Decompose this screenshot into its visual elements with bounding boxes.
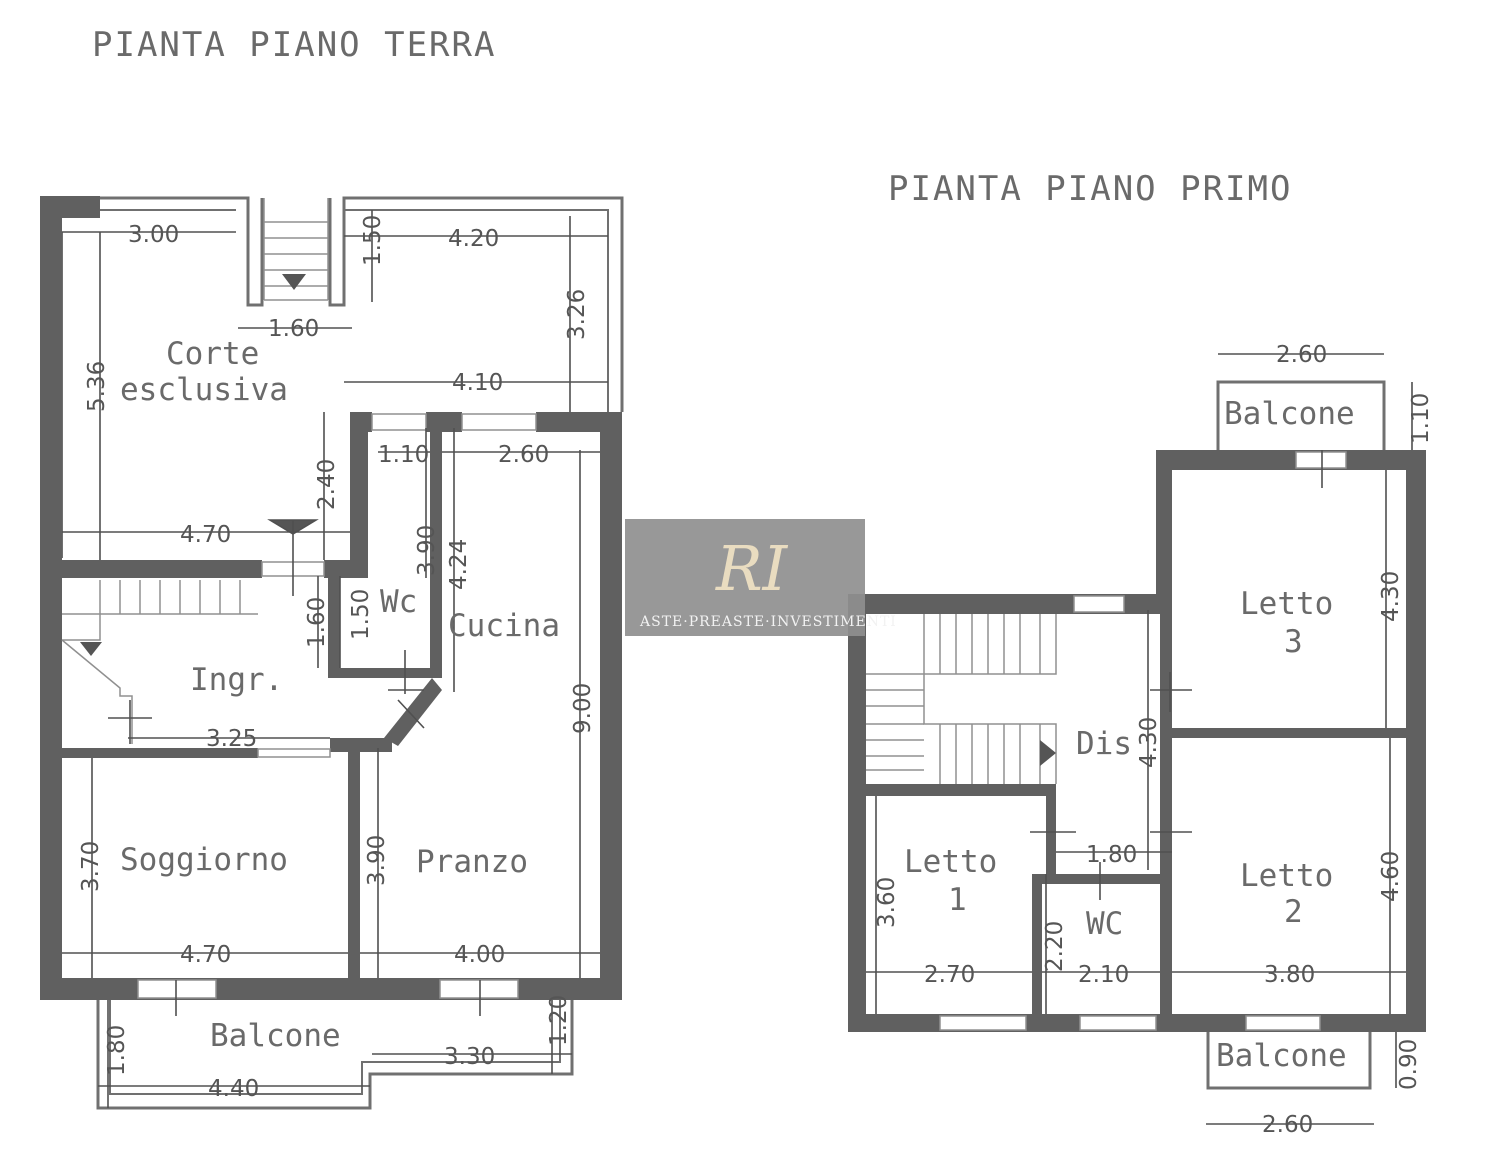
room-label-balcone-ground: Balcone: [210, 1018, 341, 1054]
room-label-letto1: Letto: [904, 844, 997, 880]
room-label-letto1-number: 1: [948, 882, 967, 918]
dim-label: 1.20: [546, 995, 572, 1046]
dim-label: 2.40: [314, 459, 340, 510]
first-walls: [848, 450, 1426, 1032]
dim-label: 4.00: [454, 942, 505, 968]
dim-label: 4.20: [448, 226, 499, 252]
dim-label: 4.10: [452, 370, 503, 396]
entrance-stair: [61, 580, 258, 744]
room-label-letto3: Letto: [1240, 586, 1333, 622]
room-label-corte: Corte: [166, 336, 259, 372]
first-floor-plan: Balcone Letto 3 Dis Letto 1 WC Letto 2 B…: [848, 342, 1434, 1138]
dim-label: 4.70: [180, 522, 231, 548]
ground-walls: [40, 196, 622, 1000]
dim-label: 1.50: [348, 589, 374, 640]
dim-label: 1.80: [1086, 842, 1137, 868]
room-label-balcone-first-top: Balcone: [1224, 396, 1355, 432]
dim-label: 4.40: [208, 1076, 259, 1102]
watermark-mark: RI: [715, 532, 789, 605]
dim-label: 4.30: [1136, 717, 1162, 768]
dim-label: 3.00: [128, 222, 179, 248]
ground-door-marks: [108, 519, 481, 1016]
room-label-disimpegno: Dis: [1076, 726, 1132, 762]
dim-label: 1.60: [304, 597, 330, 648]
watermark-text: ASTE·PREASTE·INVESTIMENTI: [639, 614, 897, 630]
dim-label: 3.90: [364, 835, 390, 886]
dim-label: 4.70: [180, 942, 231, 968]
ground-dimension-labels: 3.00 4.20 1.50 3.26 1.60 5.36 4.10 1.10 …: [78, 215, 596, 1102]
room-label-cucina: Cucina: [448, 608, 560, 644]
dim-label: 2.60: [1262, 1112, 1313, 1138]
room-label-ingresso: Ingr.: [190, 662, 283, 698]
dim-label: 3.25: [206, 726, 257, 752]
dim-label: 5.36: [84, 361, 110, 412]
dim-label: 2.70: [924, 962, 975, 988]
first-floor-stair: [866, 614, 1057, 784]
room-label-pranzo: Pranzo: [416, 844, 528, 880]
room-label-balcone-first-bottom: Balcone: [1216, 1038, 1347, 1074]
dim-label: 0.90: [1396, 1039, 1422, 1090]
dim-label: 1.10: [1408, 393, 1434, 444]
ground-floor-plan: Corte esclusiva Ingr. Wc Cucina Soggiorn…: [40, 196, 624, 1110]
room-label-wc-first: WC: [1086, 906, 1123, 942]
dim-label: 4.30: [1378, 571, 1404, 622]
ground-dimension-lines: [62, 210, 608, 1108]
watermark-logo: RI ASTE·PREASTE·INVESTIMENTI: [625, 519, 897, 636]
dim-label: 1.80: [104, 1025, 130, 1076]
dim-label: 3.60: [874, 877, 900, 928]
dim-label: 3.90: [414, 525, 440, 576]
dim-label: 3.30: [444, 1044, 495, 1070]
dim-label: 3.70: [78, 841, 104, 892]
dim-label: 1.60: [268, 316, 319, 342]
dim-label: 2.60: [1276, 342, 1327, 368]
dim-label: 3.80: [1264, 962, 1315, 988]
first-floor-title: PIANTA PIANO PRIMO: [888, 169, 1292, 209]
dim-label: 2.60: [498, 442, 549, 468]
room-label-letto2-number: 2: [1284, 894, 1303, 930]
dim-label: 9.00: [570, 683, 596, 734]
first-balcony-bottom: [1206, 1032, 1372, 1090]
first-dimension-lines: [866, 353, 1413, 1125]
room-label-soggiorno: Soggiorno: [120, 842, 288, 878]
room-label-letto3-number: 3: [1284, 624, 1303, 660]
dim-label: 2.10: [1078, 962, 1129, 988]
dim-label: 1.10: [378, 442, 429, 468]
ground-floor-title: PIANTA PIANO TERRA: [92, 25, 496, 65]
dim-label: 2.20: [1042, 921, 1068, 972]
room-label-letto2: Letto: [1240, 858, 1333, 894]
dim-label: 1.50: [360, 215, 386, 266]
room-label-esclusiva: esclusiva: [120, 372, 288, 408]
first-dimension-labels: 2.60 1.10 4.30 4.30 1.80 4.60 3.60 2.20 …: [874, 342, 1434, 1138]
dim-label: 4.24: [446, 539, 472, 590]
courtyard-stair: [263, 198, 329, 301]
first-balcony-top: [1216, 380, 1386, 450]
dim-label: 3.26: [564, 289, 590, 340]
ground-balcony: [96, 1000, 574, 1110]
dim-label: 4.60: [1378, 851, 1404, 902]
room-label-wc-ground: Wc: [380, 584, 417, 620]
